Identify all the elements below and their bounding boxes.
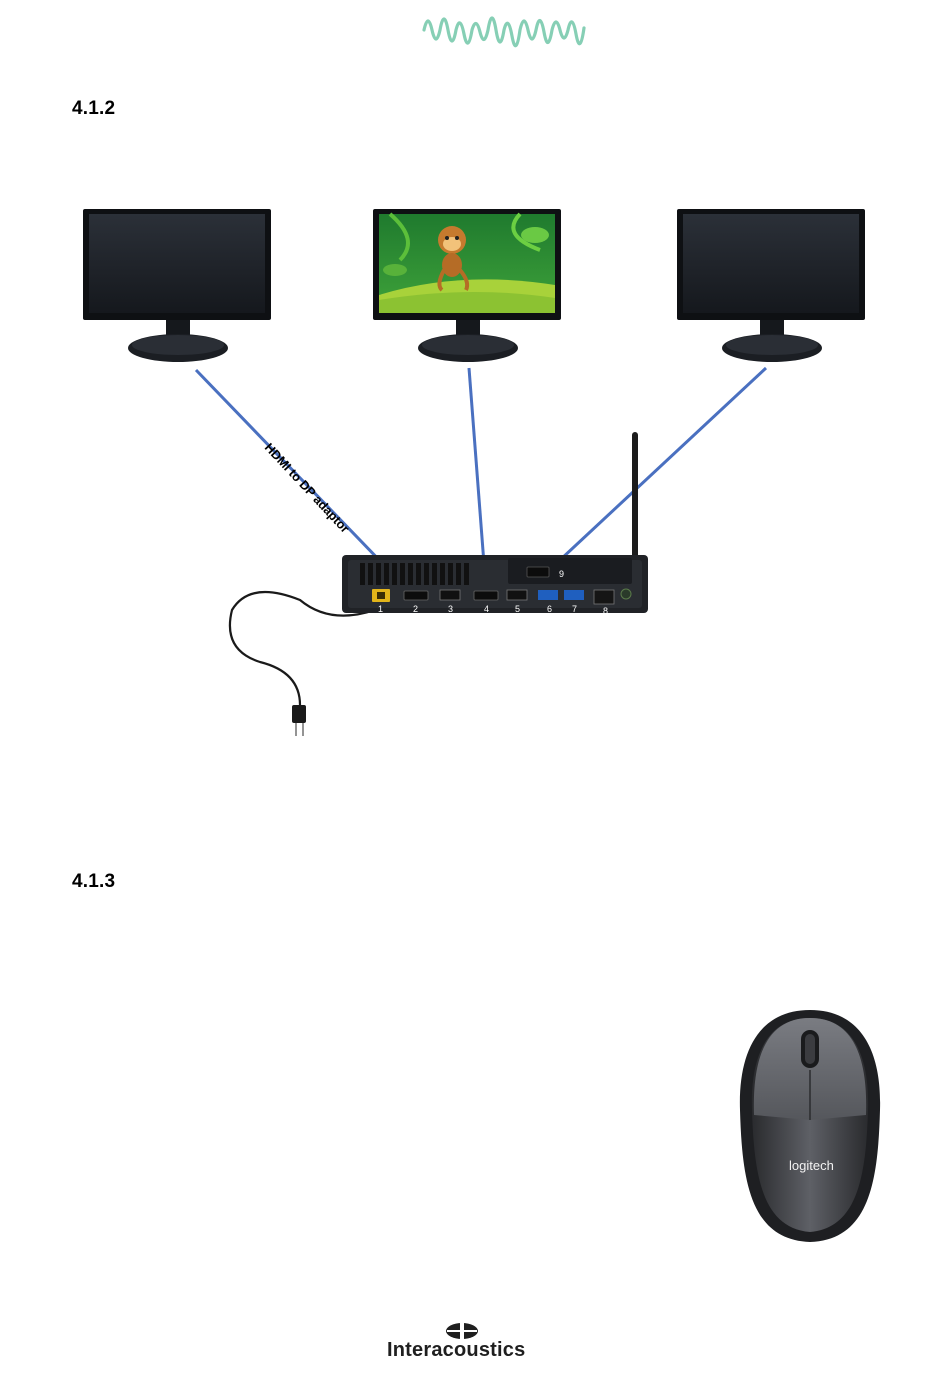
port-2: [404, 591, 428, 600]
monitor-center: [373, 209, 561, 362]
port-7: [564, 590, 584, 600]
antenna: [632, 432, 638, 562]
port-9: [527, 567, 549, 577]
port-label: 1: [378, 604, 383, 614]
monitor-left: [83, 209, 271, 362]
port-label: 7: [572, 604, 577, 614]
footer-brand-text: Interacoustics: [387, 1339, 525, 1361]
port-8: [594, 590, 614, 604]
port-label: 8: [603, 606, 608, 616]
port-label: 9: [559, 569, 564, 579]
monitor-right: [677, 209, 865, 362]
port-label: 6: [547, 604, 552, 614]
cable-right: [545, 368, 766, 574]
interacoustics-logo-icon: [446, 1323, 478, 1339]
cable-label: HDMI to DP adaptor: [262, 440, 352, 535]
port-6: [538, 590, 558, 600]
port-5: [507, 590, 527, 600]
monitor-connection-diagram: HDMI to DP adaptor: [0, 0, 950, 760]
port-4: [474, 591, 498, 600]
port-label: 2: [413, 604, 418, 614]
power-plug-icon: [292, 705, 306, 736]
mini-pc: [342, 555, 648, 613]
port-label: 5: [515, 604, 520, 614]
port-3: [440, 590, 460, 600]
scroll-wheel: [801, 1030, 819, 1068]
section-heading-413: 4.1.3: [72, 871, 115, 893]
mouse-brand-label: logitech: [789, 1158, 834, 1173]
port-label: 4: [484, 604, 489, 614]
port-label: 3: [448, 604, 453, 614]
